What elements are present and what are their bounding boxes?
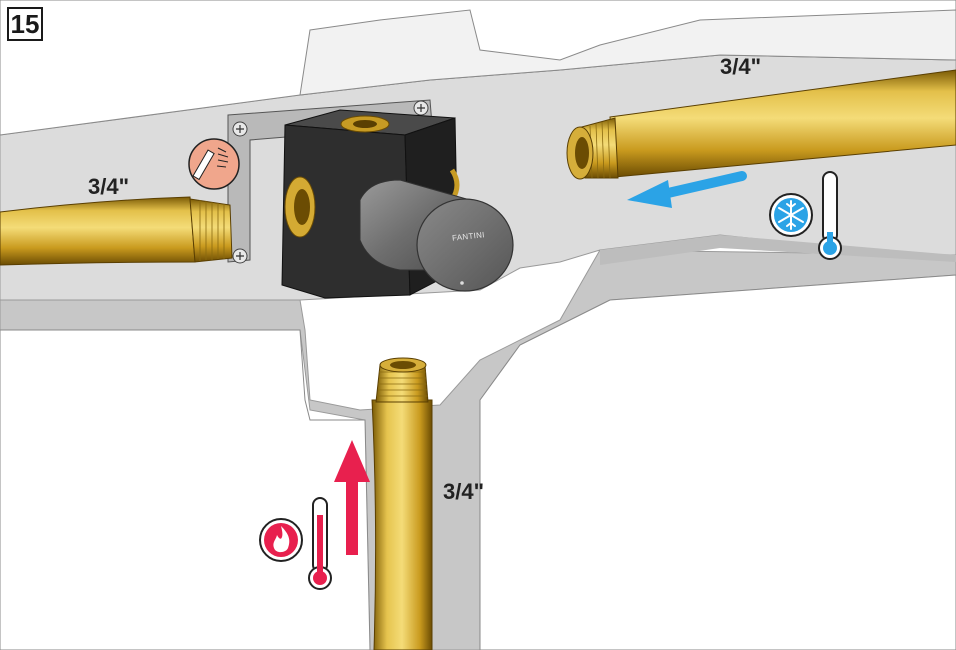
wall-chase-lower — [0, 249, 956, 650]
arrow-up-icon — [334, 440, 370, 555]
bottom-pipe — [371, 399, 433, 650]
wall-face-bottom-left — [0, 329, 371, 650]
snowflake-thermometer-icon — [769, 171, 842, 260]
wall-face-bottom-right — [479, 274, 956, 650]
left-pipe-size-label: 3/4" — [88, 174, 130, 199]
wall-chase-right-floor — [600, 235, 956, 265]
left-pipe-thread — [189, 198, 233, 263]
flame-thermometer-icon — [259, 497, 332, 590]
flushing-brush-icon — [188, 138, 240, 190]
bottom-pipe-size-label: 3/4" — [443, 479, 485, 504]
right-pipe-size-label: 3/4" — [720, 54, 762, 79]
wall-face-upper-left — [299, 9, 956, 96]
step-number-badge: 15 — [7, 7, 43, 41]
arrow-left-icon — [627, 171, 747, 208]
cartridge-cap-face — [416, 198, 514, 292]
